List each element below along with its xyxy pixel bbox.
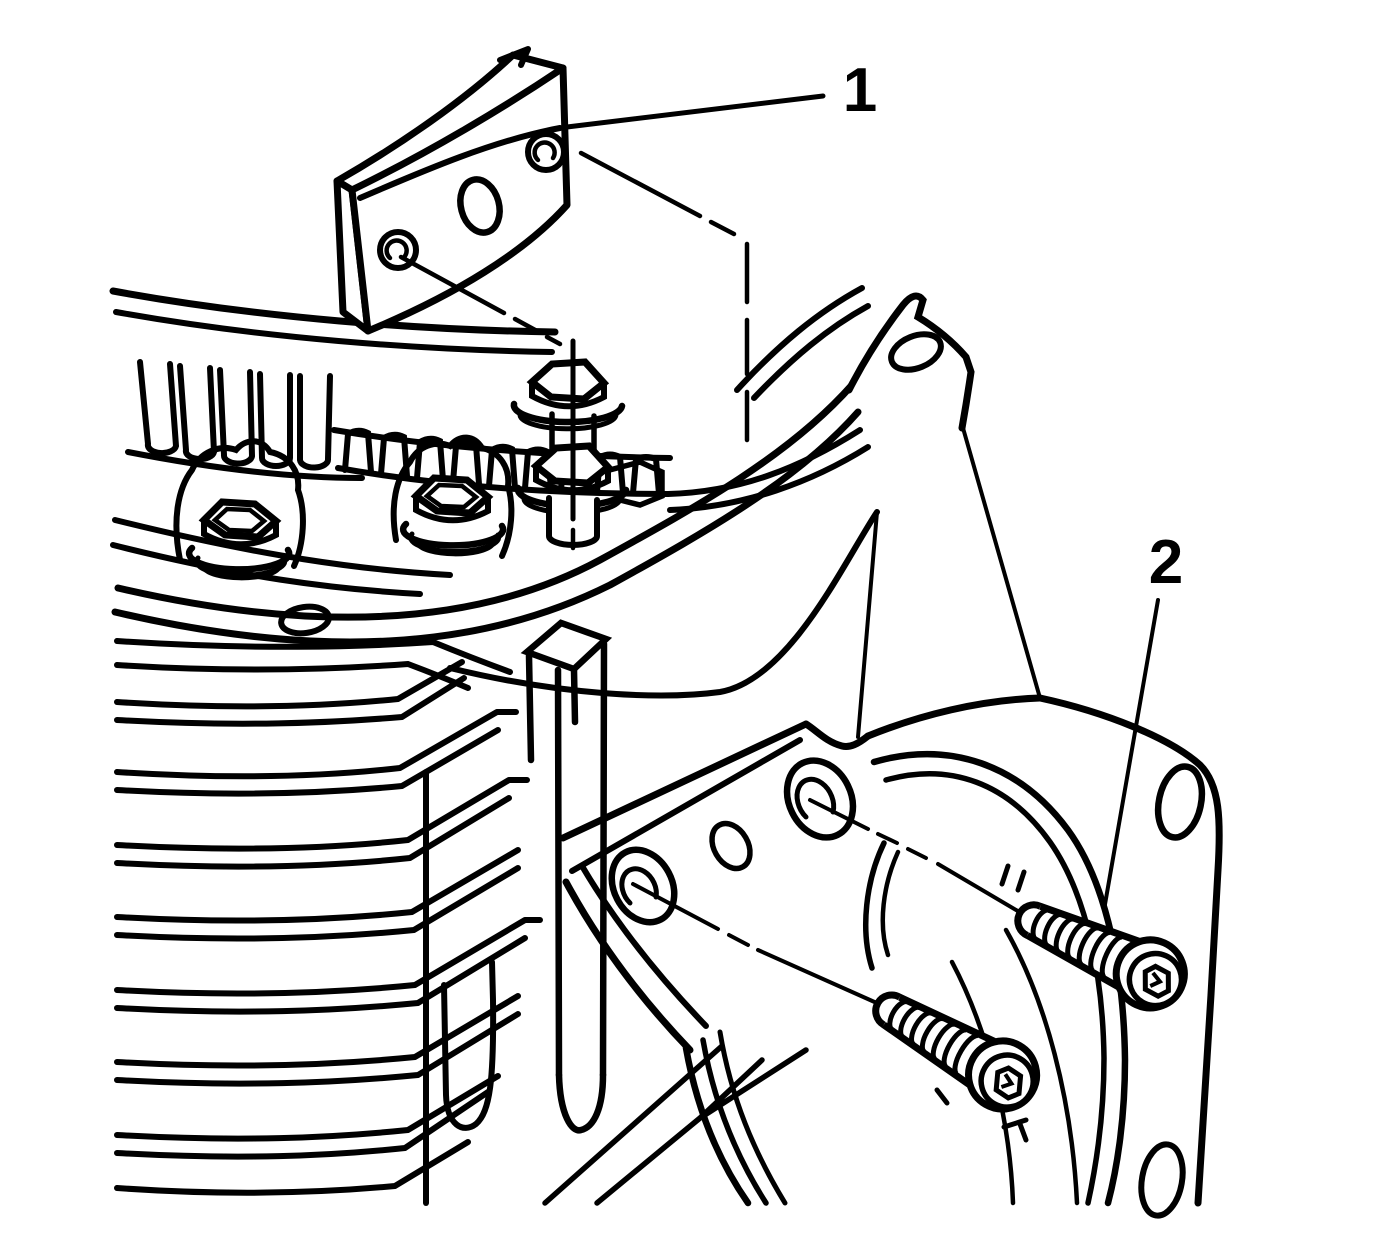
bracket-center-hole xyxy=(457,176,503,236)
socket-screw-lower xyxy=(858,972,1049,1121)
callout-1-leader xyxy=(564,93,826,130)
hex-bolt-left xyxy=(173,438,306,581)
case-cooling-ribs xyxy=(114,638,543,1196)
case-rim-arcs xyxy=(734,285,871,401)
cover-location-lines xyxy=(856,426,1042,739)
screw-hole-middle xyxy=(709,820,753,872)
bracket-hole-left xyxy=(377,229,419,271)
flange-bolt-hole xyxy=(278,603,332,637)
case-gusset xyxy=(845,292,975,432)
callout-1: 1 xyxy=(564,56,877,130)
case-vertical-rib xyxy=(423,769,497,1206)
bracket-hole-right xyxy=(525,131,567,173)
callout-1-label: 1 xyxy=(843,56,877,125)
hex-bolt-right xyxy=(390,434,515,559)
gusset-bolt-hole xyxy=(888,331,944,373)
hex-nut-upper xyxy=(510,358,626,432)
gasket-face-holes xyxy=(608,757,857,926)
callout-2-label: 2 xyxy=(1149,528,1183,597)
hidden-edge-ticks xyxy=(934,863,1029,1143)
screw-hole-upper xyxy=(783,757,857,841)
projection-lines xyxy=(398,150,750,551)
callout-2-leader xyxy=(1102,598,1160,912)
screw-hole-lower xyxy=(608,846,678,926)
screw-leader-lines xyxy=(631,798,1030,1010)
cover-bolt-hole-top xyxy=(1154,763,1206,841)
cover-bolt-hole-bottom xyxy=(1138,1141,1186,1219)
callout-2: 2 xyxy=(1102,528,1183,912)
case-center-tab xyxy=(520,619,613,1134)
bore-rim-outer xyxy=(870,750,1129,1207)
gasket-face-edge xyxy=(559,720,810,842)
case-flange xyxy=(110,381,880,699)
bracket-part xyxy=(333,46,571,335)
